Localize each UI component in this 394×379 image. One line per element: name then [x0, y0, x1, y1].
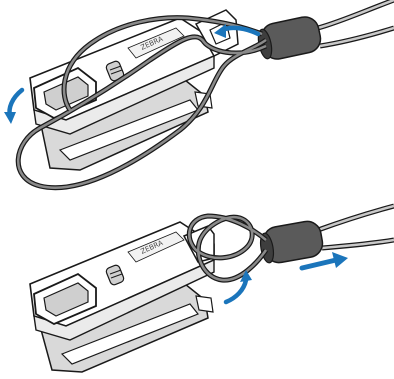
step-1-arrow-down [4, 90, 22, 124]
step-2-lanyard-cord [318, 206, 394, 248]
step-2-lanyard-sleeve [258, 219, 324, 265]
step-2-illustration: ZEBRA [30, 206, 394, 372]
step-2-device: ZEBRA [30, 222, 214, 372]
step-1-illustration: ZEBRA [4, 0, 394, 188]
step-1-lanyard-cord [318, 0, 394, 46]
step-1-lanyard-sleeve [256, 14, 323, 61]
step-1-device: ZEBRA [30, 10, 238, 170]
